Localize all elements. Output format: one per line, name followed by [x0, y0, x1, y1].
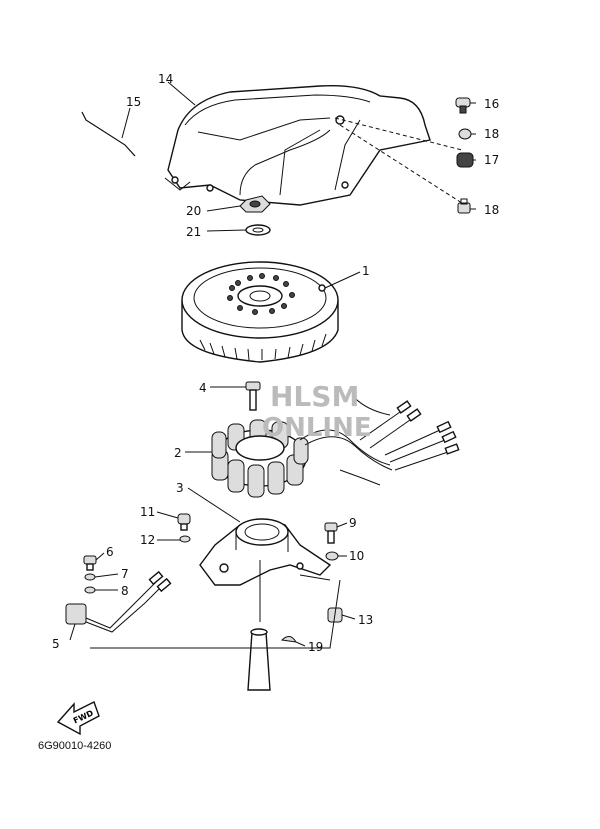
grommet-17: [456, 152, 474, 168]
crankshaft: [247, 628, 271, 691]
callout-20: 20: [186, 204, 201, 218]
callout-13: 13: [358, 613, 373, 627]
woodruff-key-19: [280, 636, 297, 643]
washer-8: [84, 586, 96, 594]
callout-10: 10: [349, 549, 364, 563]
bolt-4: [245, 381, 261, 411]
leader-lines: [69, 81, 476, 649]
callout-4: 4: [199, 381, 207, 395]
callout-15: 15: [126, 95, 141, 109]
screw-16: [455, 97, 471, 114]
callout-3: 3: [176, 481, 184, 495]
washer-18a: [458, 128, 472, 140]
watermark-line2: ONLINE: [262, 413, 372, 443]
pulser-coil: [65, 570, 172, 633]
callout-21: 21: [186, 225, 201, 239]
flywheel-cover: [164, 85, 431, 206]
washer-7: [84, 573, 96, 581]
callout-1: 1: [362, 264, 370, 278]
callout-14: 14: [158, 72, 173, 86]
stator: [211, 394, 393, 498]
washer-12: [179, 535, 191, 543]
screw-9: [324, 522, 338, 544]
bolt-18b: [457, 198, 471, 214]
watermark-line1: HLSM: [270, 380, 359, 413]
callout-6: 6: [106, 545, 114, 559]
callout-9: 9: [349, 516, 357, 530]
flywheel: [181, 261, 339, 363]
callout-16: 16: [484, 97, 499, 111]
diagram-code: 6G90010-4260: [38, 740, 111, 752]
washer-21: [245, 224, 271, 236]
screw-6: [83, 555, 97, 571]
callout-11: 11: [140, 505, 155, 519]
callout-2: 2: [174, 446, 182, 460]
callout-labels: 14 15 16 18 17 18 20 21 1 4 2 3 11 12 9 …: [52, 72, 499, 654]
watermark: HLSM ONLINE: [262, 380, 372, 443]
screw-11: [177, 513, 191, 531]
fwd-arrow: FWD: [56, 701, 100, 736]
callout-19: 19: [308, 640, 323, 654]
callout-18b: 18: [484, 203, 499, 217]
stator-leads: [359, 400, 460, 471]
callout-5: 5: [52, 637, 60, 651]
callout-18a: 18: [484, 127, 499, 141]
callout-12: 12: [140, 533, 155, 547]
callout-17: 17: [484, 153, 499, 167]
callout-8: 8: [121, 584, 129, 598]
washer-10: [325, 551, 339, 561]
base-plate: [199, 518, 332, 622]
callout-7: 7: [121, 567, 129, 581]
